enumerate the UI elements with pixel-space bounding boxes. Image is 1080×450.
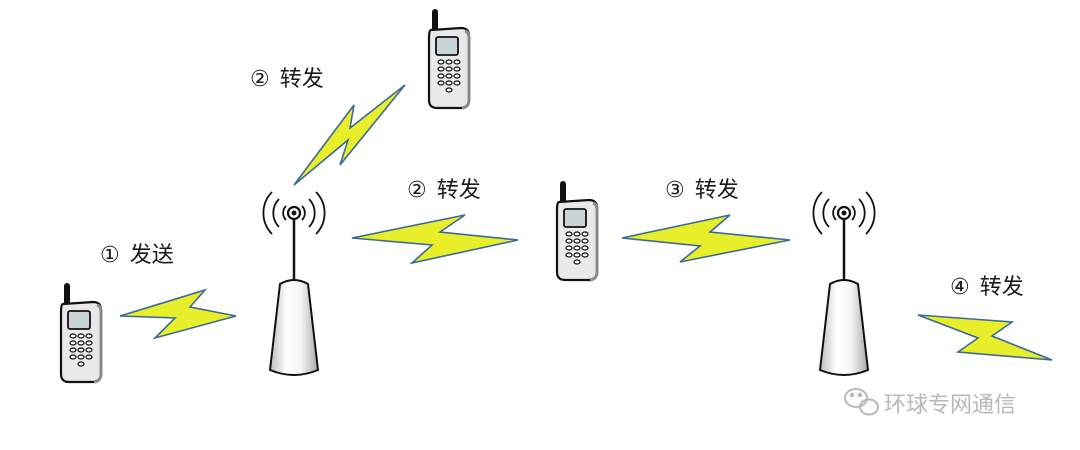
watermark: 环球专网通信 <box>844 388 1016 418</box>
lightning-signal-icon <box>917 314 1053 361</box>
wechat-icon <box>844 388 879 416</box>
lightning-signal-icon <box>351 214 519 265</box>
mobile-phone-icon <box>61 286 101 382</box>
base-station-icon <box>262 190 326 377</box>
mobile-phone-icon <box>429 12 469 108</box>
watermark-text: 环球专网通信 <box>884 393 1016 418</box>
lightning-signal-icon <box>119 288 237 340</box>
mobile-phone-icon <box>557 184 597 280</box>
lightning-signal-icon <box>293 84 406 186</box>
base-station-icon <box>812 190 876 377</box>
lightning-signal-icon <box>621 214 791 263</box>
